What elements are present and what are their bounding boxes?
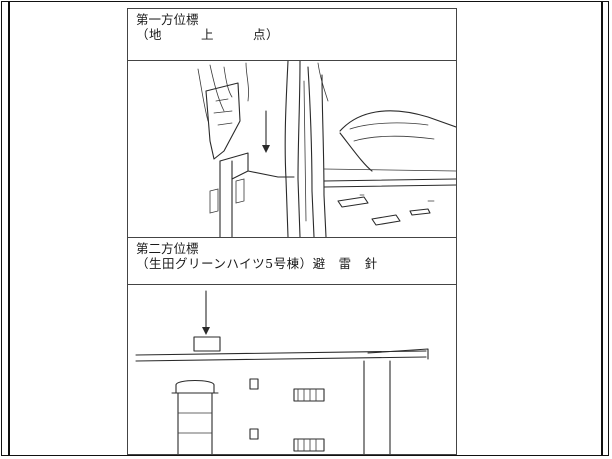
left-border-line bbox=[8, 2, 10, 455]
lightning-rod-illustration bbox=[135, 290, 429, 454]
ground-point-illustration bbox=[197, 61, 456, 237]
right-border-line bbox=[601, 2, 603, 455]
marker1-sketch bbox=[128, 61, 456, 237]
marker2-caption: 第二方位標 （生田グリーンハイツ5号棟）避 雷 針 bbox=[128, 237, 456, 285]
marker2-heading: 第二方位標 bbox=[136, 241, 199, 256]
bearing-marker-sheet: 第一方位標 （地 上 点） bbox=[127, 8, 457, 455]
marker2-sketch bbox=[128, 285, 456, 454]
marker1-caption: 第一方位標 （地 上 点） bbox=[128, 9, 456, 61]
marker1-heading: 第一方位標 bbox=[136, 12, 199, 27]
marker2-subtitle: （生田グリーンハイツ5号棟）避 雷 針 bbox=[136, 256, 378, 271]
marker1-subtitle: （地 上 点） bbox=[136, 27, 280, 42]
